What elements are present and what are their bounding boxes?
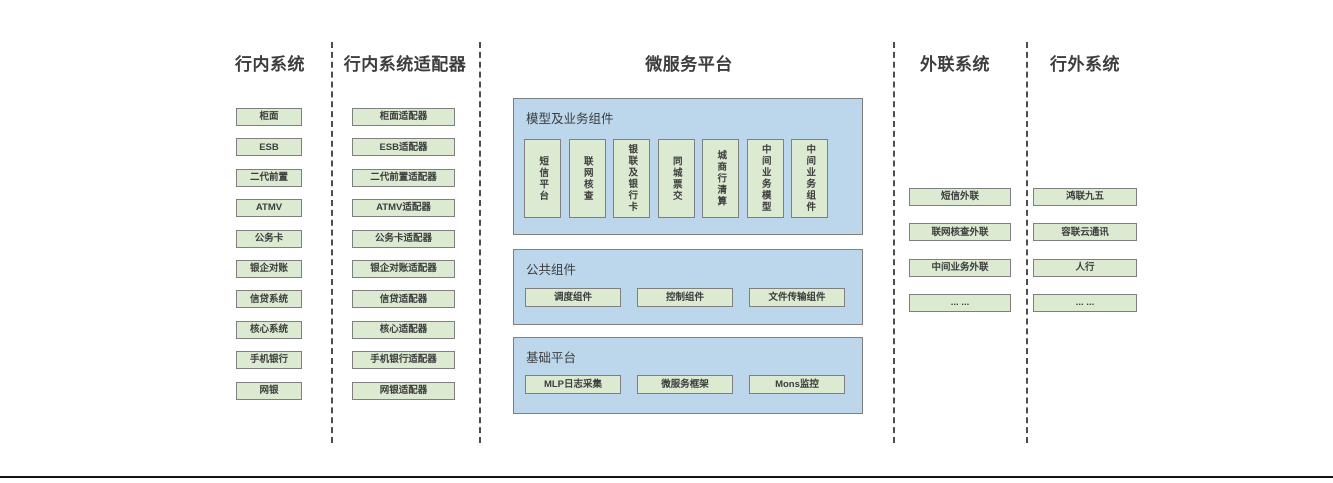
base-platform-list: MLP日志采集微服务框架 Mons监控 (525, 375, 845, 394)
internal-system-box: 二代前置 (236, 168, 302, 187)
external-system-box: 鸿联九五 (1033, 188, 1137, 206)
model-component-box: 银联及银行卡 (613, 139, 650, 218)
adapter-box: ESB适配器 (352, 138, 455, 157)
column-divider-3 (893, 42, 895, 443)
column-title-outreach-systems: 外联系统 (920, 55, 990, 74)
common-components-list: 调度组件控制组件文件传输组件 (525, 288, 845, 307)
outreach-system-box: ... ... (909, 294, 1011, 313)
model-component-box: 同城票交 (657, 139, 695, 218)
adapter-box: 核心适配器 (352, 320, 455, 339)
internal-system-box: 信贷系统 (236, 290, 302, 309)
model-business-components-panel: 模型及业务组件 短信平台联网核查银联及银行卡同城票交城商行清算中间业务模型中间业… (513, 98, 863, 235)
internal-system-box: 银企对账 (236, 259, 302, 278)
outreach-system-box: 联网核查外联 (909, 223, 1011, 242)
internal-system-box: ATMV (236, 199, 302, 218)
bottom-divider-line (0, 476, 1333, 478)
model-component-box: 中间业务组件 (791, 139, 828, 218)
column-title-microservice-platform: 微服务平台 (645, 55, 733, 74)
adapter-box: 银企对账适配器 (352, 259, 455, 278)
model-component-box: 短信平台 (524, 139, 561, 218)
panel-title-common-components: 公共组件 (526, 263, 577, 277)
common-component-box: 文件传输组件 (749, 288, 845, 307)
column-divider-4 (1026, 42, 1028, 443)
internal-system-box: 手机银行 (236, 351, 302, 370)
model-component-box: 城商行清算 (702, 139, 739, 218)
base-platform-box: Mons监控 (749, 375, 845, 394)
model-component-box: 联网核查 (568, 139, 606, 218)
adapter-box: 网银适配器 (352, 381, 455, 400)
internal-system-box: 柜面 (236, 108, 302, 126)
internal-system-box: 公务卡 (236, 229, 302, 248)
external-system-box: 容联云通讯 (1033, 223, 1137, 242)
outreach-systems-list: 短信外联联网核查外联中间业务外联 ... ... (909, 188, 1011, 313)
base-platform-box: 微服务框架 (637, 375, 733, 394)
base-platform-panel: 基础平台 MLP日志采集微服务框架 Mons监控 (513, 337, 863, 414)
column-title-internal-systems: 行内系统 (235, 55, 305, 74)
outreach-system-box: 短信外联 (909, 188, 1011, 206)
internal-adapters-list: 柜面适配器 ESB适配器二代前置适配器 ATMV适配器公务卡适配器银企对账适配器信贷… (352, 108, 455, 400)
internal-systems-list: 柜面 ESB 二代前置 ATMV 公务卡银企对账信贷系统核心系统手机银行网银 (236, 108, 302, 400)
column-divider-1 (331, 42, 333, 443)
column-title-internal-adapters: 行内系统适配器 (343, 55, 467, 74)
base-platform-box: MLP日志采集 (525, 375, 621, 394)
internal-system-box: 核心系统 (236, 320, 302, 339)
model-component-box: 中间业务模型 (746, 139, 784, 218)
outreach-system-box: 中间业务外联 (909, 258, 1011, 277)
external-system-box: ... ... (1033, 294, 1137, 313)
common-component-box: 调度组件 (525, 288, 621, 307)
panel-title-model-components: 模型及业务组件 (526, 112, 614, 126)
common-component-box: 控制组件 (637, 288, 733, 307)
external-system-box: 人行 (1033, 258, 1137, 277)
panel-title-base-platform: 基础平台 (526, 351, 577, 365)
adapter-box: ATMV适配器 (352, 199, 455, 218)
adapter-box: 柜面适配器 (352, 108, 455, 126)
adapter-box: 信贷适配器 (352, 290, 455, 309)
model-components-list: 短信平台联网核查银联及银行卡同城票交城商行清算中间业务模型中间业务组件 (524, 139, 828, 218)
adapter-box: 手机银行适配器 (352, 351, 455, 370)
external-systems-list: 鸿联九五容联云通讯人行 ... ... (1033, 188, 1137, 313)
internal-system-box: ESB (236, 138, 302, 157)
internal-system-box: 网银 (236, 381, 302, 400)
common-components-panel: 公共组件 调度组件控制组件文件传输组件 (513, 249, 863, 325)
column-divider-2 (479, 42, 481, 443)
column-title-external-systems: 行外系统 (1050, 55, 1120, 74)
adapter-box: 二代前置适配器 (352, 168, 455, 187)
adapter-box: 公务卡适配器 (352, 229, 455, 248)
